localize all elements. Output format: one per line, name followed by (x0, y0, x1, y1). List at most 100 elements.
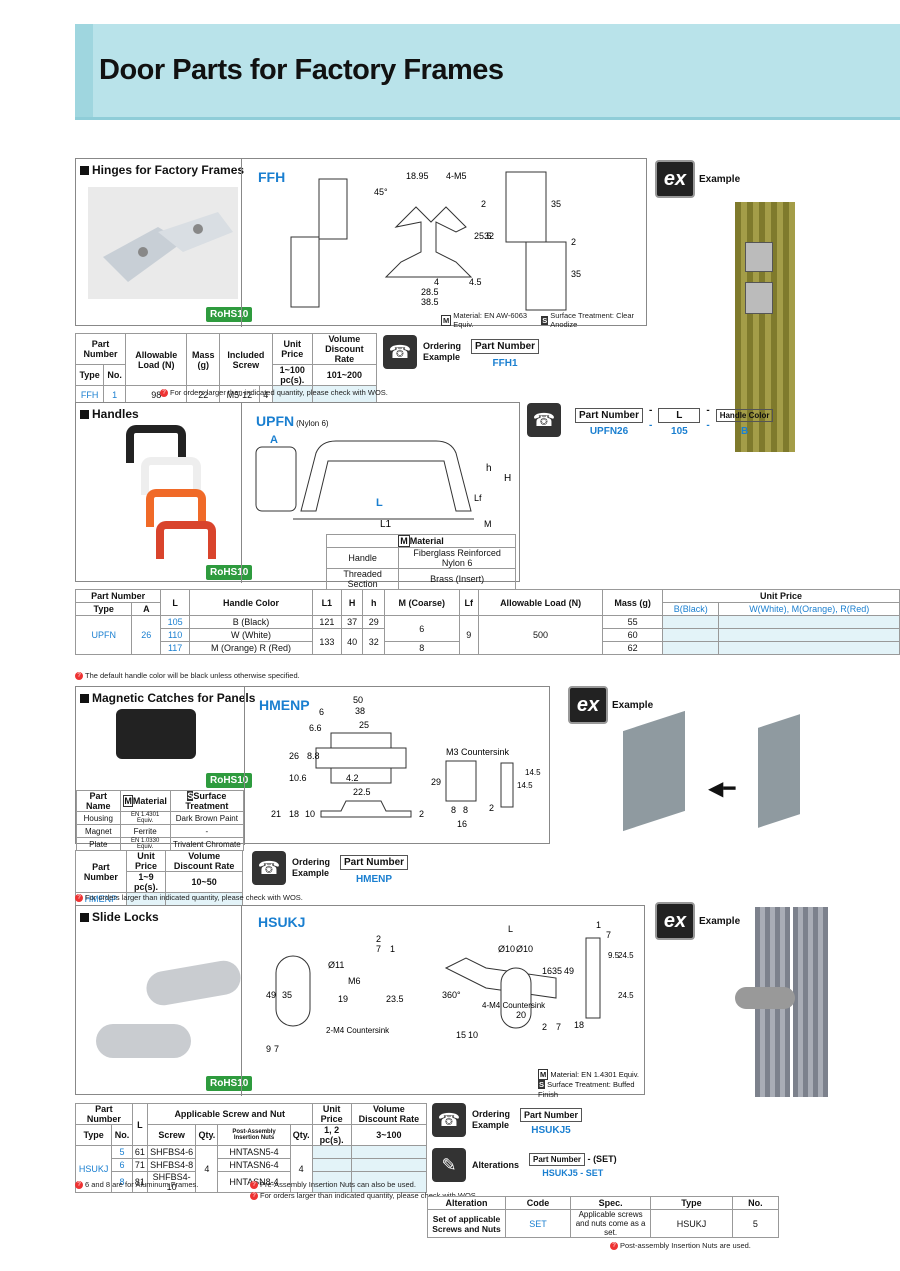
dim-label: 25.5 (474, 231, 492, 241)
mat-badge: M (398, 535, 410, 547)
pn-value: UPFN26 (589, 426, 629, 437)
sep-text: - (649, 420, 653, 431)
td: Brass (Insert) (398, 568, 516, 590)
dim-label: L (376, 497, 383, 509)
td: 32 (362, 628, 386, 655)
td: 26 (131, 615, 162, 655)
hinges-note: ?For orders larger than indicated quanti… (160, 388, 388, 397)
magnetic-note: ?For orders larger than indicated quanti… (75, 893, 303, 902)
td: 1 (103, 385, 127, 404)
dim-label: 10 (468, 1030, 478, 1040)
dim-label: 35 (282, 990, 292, 1000)
dim-label: 8 (451, 805, 456, 815)
td: Set of applicable Screws and Nuts (427, 1209, 506, 1238)
handles-code: UPFN (256, 413, 295, 429)
price-cell (350, 1158, 428, 1172)
th: No. (111, 1124, 133, 1146)
dim-label: 32 (484, 231, 494, 241)
td: Plate (76, 837, 121, 851)
th: Applicable Screw and Nut (146, 1103, 313, 1125)
price-cell (662, 641, 720, 655)
th: Post-Assembly Insertion Nuts (217, 1124, 291, 1146)
th: 3~100 (350, 1124, 428, 1146)
dim-label: L1 (380, 519, 392, 530)
example-photo (735, 202, 795, 452)
handle-photos (126, 425, 216, 559)
td: 110 (160, 628, 191, 642)
dim-label: 14.5 (517, 781, 533, 790)
material-title: Material (409, 536, 444, 546)
note-icon: ? (250, 1180, 258, 1189)
dim-label: M3 Countersink (446, 747, 510, 757)
th: 101~200 (311, 364, 378, 386)
sep-text: - (706, 420, 710, 431)
dim-label: 49 (564, 966, 574, 976)
td: 5 (731, 1209, 780, 1238)
divider (241, 403, 242, 583)
dim-label: 4-M5 (446, 171, 467, 181)
slide-note: ?6 and 8 are for Aluminum Frames. (75, 1180, 198, 1189)
dim-label: 1 (596, 920, 601, 930)
dim-label: 20 (516, 1010, 526, 1020)
td: HNTASN5-4 (217, 1145, 291, 1159)
phone-icon: ☎ (383, 335, 417, 369)
th: 1, 2 pc(s). (311, 1124, 352, 1146)
price-cell (271, 385, 313, 404)
dim-label: M6 (348, 976, 361, 986)
th: Type (74, 602, 133, 616)
bullet-icon (80, 409, 89, 419)
th: Type (74, 364, 105, 386)
th: 1~9 pc(s). (125, 871, 167, 893)
dim-label: 23.5 (386, 994, 404, 1004)
dim-label: 35 (552, 966, 562, 976)
note-icon: ? (75, 671, 83, 680)
td: 55 (602, 615, 664, 629)
hinges-code: FFH (258, 169, 286, 185)
td: SHFBS4-10 (146, 1171, 197, 1193)
th: Code (504, 1196, 572, 1210)
td: 71 (131, 1158, 148, 1172)
hinges-drawing: 18.95 4-M5 45° 2 25.5 32 4 28.5 38.5 4.5… (290, 171, 581, 311)
td: Handle (325, 547, 400, 569)
ordering-text: Ordering (423, 341, 462, 351)
dim-label: 29 (431, 777, 441, 787)
price-cell (125, 892, 167, 906)
phone-icon: ☎ (252, 851, 286, 885)
dim-label: h (486, 463, 492, 474)
color-label: Handle Color (715, 409, 774, 422)
page-header: Door Parts for Factory Frames (75, 24, 900, 120)
handles-section: Handles RoHS10 UPFN(Nylon 6) A L L1 H h … (75, 402, 520, 590)
handles-drawing: A L L1 H h Lf M (255, 434, 511, 530)
dim-label: Ø10 (498, 944, 515, 954)
slide-section: Slide Locks RoHS10 HSUKJ Ø11 49 35 M6 19… (75, 905, 645, 1099)
th: Type (74, 1124, 113, 1146)
handles-note: ?The default handle color will be black … (75, 671, 300, 680)
dim-label: 2 (419, 809, 424, 819)
dim-label: 19 (338, 994, 348, 1004)
dim-label: 6 (319, 707, 324, 717)
td: Threaded Section (325, 568, 400, 590)
th: Volume Discount Rate (165, 850, 243, 872)
dim-label: 4-M4 Countersink (482, 1001, 546, 1010)
example-label: Example (699, 915, 741, 927)
td: Applicable screws and nuts come as a set… (570, 1209, 652, 1238)
slide-photo (143, 958, 244, 1008)
alteration-pn: Part Number - (SET) HSUKJ5 - SET (529, 1152, 617, 1178)
dim-label: 25 (359, 720, 369, 730)
th: Unit Price (271, 333, 313, 365)
dim-label: 22.5 (353, 787, 371, 797)
price-cell (311, 1145, 352, 1159)
magnetic-code: HMENP (259, 697, 310, 713)
td: 121 (311, 615, 342, 629)
slide-note: ?Pre-Assembly Insertion Nuts can also be… (250, 1180, 416, 1189)
slide-rohs-badge: RoHS10 (206, 1076, 253, 1091)
th: Screw (146, 1124, 197, 1146)
th: Volume Discount Rate (311, 333, 378, 365)
slide-lock-photo (735, 987, 795, 1009)
